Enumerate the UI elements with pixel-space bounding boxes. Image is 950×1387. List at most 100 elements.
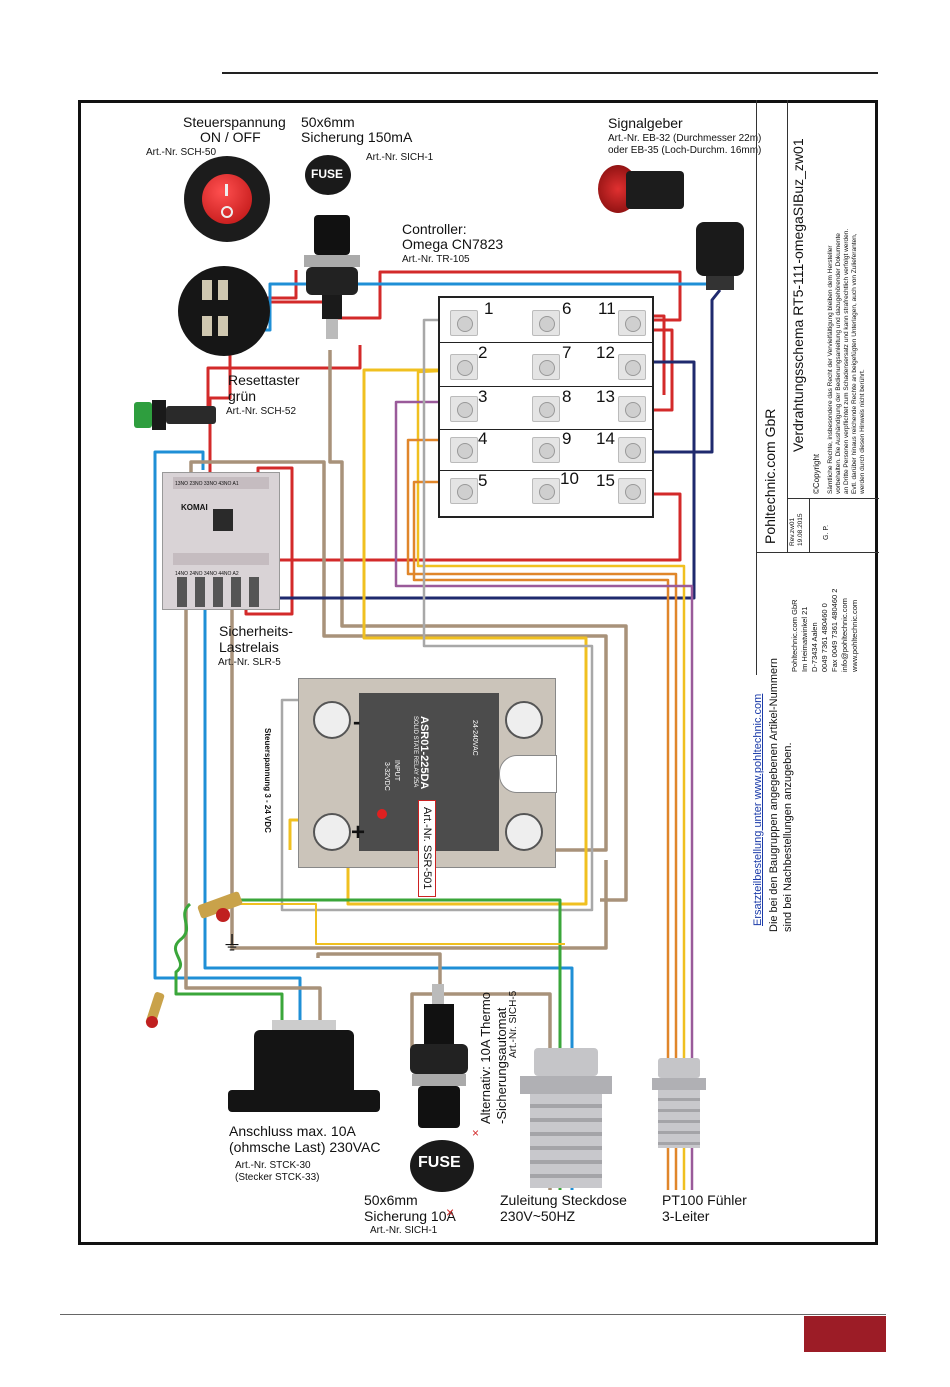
wire-orange: [406, 438, 678, 1190]
relay-top-label: 13NO 23NO 33NO 43NO A1: [175, 481, 239, 487]
ssr-minus: -: [353, 709, 361, 734]
relay-brand: KOMAI: [181, 503, 208, 512]
terminal-divider: [440, 470, 652, 471]
company-name: Pohltechnic.com GbR: [762, 408, 778, 544]
fuse150-line2: Sicherung 150mA: [301, 129, 413, 145]
reset-button-icon: [134, 398, 220, 436]
terminal-divider: [440, 386, 652, 387]
pt100-line2: 3-Leiter: [662, 1208, 710, 1224]
wire-brown: [189, 460, 608, 852]
alt-line2: -Sicherungsautomat: [494, 1007, 509, 1124]
terminal-screw: [618, 396, 646, 422]
terminal-screw: [450, 354, 478, 380]
controller-line1: Controller:: [402, 221, 467, 237]
wire-ground: [240, 903, 565, 945]
address-line: www.pohltechnic.com: [850, 599, 859, 672]
wire-brown: [328, 350, 628, 902]
terminal-screw: [532, 310, 560, 336]
controller-line2: Omega CN7823: [402, 236, 504, 252]
anschluss-line1: Anschluss max. 10A: [229, 1123, 356, 1139]
terminal-number: 5: [478, 471, 488, 490]
rocker-switch-icon: [184, 156, 270, 242]
ssr-vdc: 3-32VDC: [383, 762, 390, 791]
fuse-cap-icon: FUSE: [305, 155, 351, 195]
ssr-plus: +: [351, 819, 366, 846]
wire-red: [640, 328, 674, 412]
schema-title: Verdrahtungsschema RT5-111-omegaSIBuz_zw…: [790, 138, 806, 452]
terminal-number: 15: [596, 471, 615, 490]
relay-line2: Lastrelais: [219, 639, 279, 655]
terminal-screw: [618, 310, 646, 336]
copyright-head: ©Copyright: [812, 453, 821, 494]
ground-symbol: ⏚: [222, 933, 242, 955]
ssr-art: Art.-Nr. SSR-501: [418, 800, 436, 897]
steuer-title-1: Steuerspannung: [183, 114, 286, 130]
controller-terminal-block: 1 2 3 4 5 6 7 8 9 10 11 12 13 14 15: [438, 296, 654, 518]
zuleitung-line2: 230V~50HZ: [500, 1208, 576, 1224]
relay-art: Art.-Nr. SLR-5: [218, 657, 281, 668]
cable-gland-icon: [520, 1048, 612, 1188]
terminal-number: 1: [484, 299, 494, 318]
address-line: D-73434 Aalen: [810, 622, 819, 672]
signal-title: Signalgeber: [608, 115, 683, 131]
ssr-screw-icon: [313, 701, 351, 739]
terminal-screw: [532, 478, 560, 504]
controller-art: Art.-Nr. TR-105: [402, 254, 470, 265]
wire-grey: [280, 318, 594, 912]
reset-art: Art.-Nr. SCH-52: [226, 406, 297, 417]
signal-line1: Art.-Nr. EB-32 (Durchmesser 22m): [608, 133, 762, 144]
terminal-screw: [450, 437, 478, 463]
terminal-number: 10: [560, 469, 579, 488]
ssr-screw-icon: [313, 813, 351, 851]
steuer-vdc-label: Steuerspannung 3 - 24 VDC: [263, 728, 272, 833]
fuse150-line1: 50x6mm: [301, 114, 355, 130]
buzzer-back-icon: [696, 222, 744, 294]
fuse-holder-icon: [410, 984, 468, 1130]
wire-purple: [394, 400, 694, 1190]
relay-bottom-label: 14NO 24NO 34NO 44NO A2: [175, 571, 239, 577]
terminal-number: 7: [562, 343, 572, 362]
terminal-number: 8: [562, 387, 572, 406]
terminal-number: 13: [596, 387, 615, 406]
terminal-screw: [450, 396, 478, 422]
wire-red: [244, 466, 294, 616]
diagram-frame: [78, 100, 878, 1245]
anschluss-art2: (Stecker STCK-33): [235, 1172, 320, 1183]
ground-strap-icon: [140, 990, 180, 1030]
wire-brown: [316, 952, 442, 1000]
pt100-line1: PT100 Fühler: [662, 1192, 747, 1208]
anschluss-art1: Art.-Nr. STCK-30: [235, 1160, 311, 1171]
footer-rule: [60, 1314, 886, 1315]
ssr-input: INPUT: [393, 760, 400, 781]
wire-navy: [640, 289, 722, 454]
address-line: info@pohltechnic.com: [840, 598, 849, 672]
ersatz-link[interactable]: Ersatzteilbestellung unter www.pohltechn…: [752, 693, 764, 926]
terminal-screw: [618, 437, 646, 463]
wire-orange: [412, 480, 670, 1190]
terminal-screw: [532, 354, 560, 380]
ssr-vac: 24-240VAC: [471, 720, 478, 756]
switch-back-icon: [178, 266, 270, 356]
address-line: Fax 0049 7361 480460 2: [830, 588, 839, 672]
buzzer-icon: [598, 165, 690, 217]
terminal-number: 6: [562, 299, 572, 318]
address-line: Pohltechnic.com GbR: [790, 599, 799, 672]
ssr-model: ASR01-225DA: [418, 716, 430, 790]
author: G. P.: [823, 524, 830, 540]
ssr-screw-icon: [505, 701, 543, 739]
alt-mark: ×: [472, 1126, 480, 1140]
address-line: Im Heimatwinkel 21: [800, 606, 809, 672]
terminal-number: 14: [596, 429, 615, 448]
anschluss-line2: (ohmsche Last) 230VAC: [229, 1139, 381, 1155]
wire-yellow: [416, 368, 686, 1190]
terminal-divider: [440, 342, 652, 343]
ground-lug-icon: [196, 886, 244, 926]
reset-line1: Resettaster: [228, 372, 300, 388]
page-tab: [804, 1316, 886, 1352]
wire-red: [206, 345, 362, 412]
fuse-cap-icon: FUSE: [410, 1140, 474, 1192]
terminal-screw: [618, 354, 646, 380]
wire-brown: [230, 590, 608, 950]
signal-line2: oder EB-35 (Loch-Durchm. 16mm): [608, 145, 762, 156]
alt-art: Art.-Nr. SICH-5: [508, 990, 519, 1058]
